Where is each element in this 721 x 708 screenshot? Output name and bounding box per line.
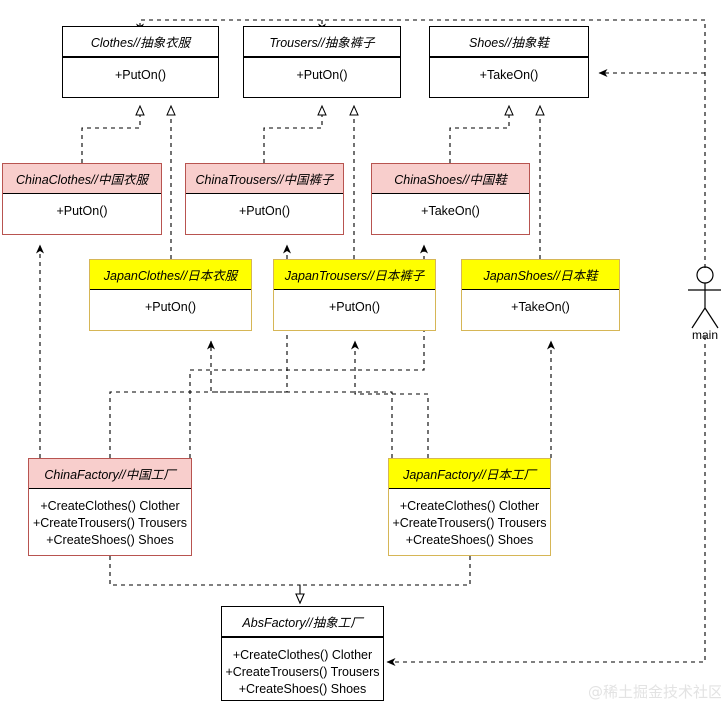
class-box-abs-factory[interactable]: AbsFactory//抽象工厂 +CreateClothes() Clothe…	[221, 606, 384, 701]
class-name-trousers: Trousers//抽象裤子	[244, 27, 400, 57]
actor-stick-figure-icon	[688, 266, 721, 329]
class-members-japan-shoes: +TakeOn()	[511, 300, 570, 314]
member-create-trousers: +CreateTrousers() Trousers	[225, 665, 380, 679]
rel-china-clothes-to-clothes	[81, 104, 145, 163]
class-box-shoes[interactable]: Shoes//抽象鞋 +TakeOn()	[429, 26, 589, 98]
class-name-china-shoes: ChinaShoes//中国鞋	[372, 164, 529, 194]
member-create-clothes: +CreateClothes() Clother	[399, 499, 540, 513]
class-members-china-factory: +CreateClothes() Clother +CreateTrousers…	[29, 489, 191, 555]
class-members-clothes: +PutOn()	[63, 57, 218, 97]
class-members-shoes: +TakeOn()	[430, 57, 588, 97]
class-name-shoes: Shoes//抽象鞋	[430, 27, 588, 57]
class-name-abs-factory: AbsFactory//抽象工厂	[222, 607, 383, 637]
rel-china-shoes-to-shoes	[449, 104, 514, 163]
class-members-japan-factory: +CreateClothes() Clother +CreateTrousers…	[389, 489, 550, 555]
member-create-trousers: +CreateTrousers() Trousers	[32, 516, 188, 530]
member-create-shoes: +CreateShoes() Shoes	[405, 533, 534, 547]
class-box-japan-trousers[interactable]: JapanTrousers//日本裤子 +PutOn()	[273, 259, 436, 331]
class-name-china-factory: ChinaFactory//中国工厂	[29, 459, 191, 489]
actor-label-main: main	[691, 328, 718, 342]
member-create-clothes: +CreateClothes() Clother	[232, 648, 373, 662]
class-members-abs-factory: +CreateClothes() Clother +CreateTrousers…	[222, 637, 383, 700]
class-name-china-trousers: ChinaTrousers//中国裤子	[186, 164, 343, 194]
class-box-japan-shoes[interactable]: JapanShoes//日本鞋 +TakeOn()	[461, 259, 620, 331]
class-name-japan-trousers: JapanTrousers//日本裤子	[274, 260, 435, 290]
class-box-japan-factory[interactable]: JapanFactory//日本工厂 +CreateClothes() Clot…	[388, 458, 551, 556]
watermark-text: @稀土掘金技术社区	[588, 683, 721, 701]
class-members-china-shoes: +TakeOn()	[421, 204, 480, 218]
rel-main-to-clothes	[136, 19, 705, 33]
class-name-japan-shoes: JapanShoes//日本鞋	[462, 260, 619, 290]
rel-chinafactory-to-chinatrousers	[109, 244, 291, 458]
class-members-trousers: +PutOn()	[244, 57, 400, 97]
class-members-japan-clothes: +PutOn()	[144, 300, 197, 314]
class-box-china-clothes[interactable]: ChinaClothes//中国衣服 +PutOn()	[2, 163, 162, 235]
rel-japanfactory-to-japanclothes	[207, 340, 393, 458]
rel-chinafactory-to-absfactory	[109, 556, 305, 605]
member-create-shoes: +CreateShoes() Shoes	[46, 533, 174, 547]
member-create-shoes: +CreateShoes() Shoes	[238, 682, 367, 696]
class-box-japan-clothes[interactable]: JapanClothes//日本衣服 +PutOn()	[89, 259, 252, 331]
class-box-china-shoes[interactable]: ChinaShoes//中国鞋 +TakeOn()	[371, 163, 530, 235]
class-members-japan-trousers: +PutOn()	[328, 300, 381, 314]
class-box-china-factory[interactable]: ChinaFactory//中国工厂 +CreateClothes() Clot…	[28, 458, 192, 556]
class-members-china-clothes: +PutOn()	[56, 204, 108, 218]
class-box-trousers[interactable]: Trousers//抽象裤子 +PutOn()	[243, 26, 401, 98]
class-name-china-clothes: ChinaClothes//中国衣服	[3, 164, 161, 194]
member-create-clothes: +CreateClothes() Clother	[40, 499, 180, 513]
class-name-clothes: Clothes//抽象衣服	[63, 27, 218, 57]
rel-japanfactory-to-japantrousers	[351, 340, 429, 458]
class-box-clothes[interactable]: Clothes//抽象衣服 +PutOn()	[62, 26, 219, 98]
class-members-china-trousers: +PutOn()	[238, 204, 291, 218]
class-box-china-trousers[interactable]: ChinaTrousers//中国裤子 +PutOn()	[185, 163, 344, 235]
class-name-japan-clothes: JapanClothes//日本衣服	[90, 260, 251, 290]
rel-japanfactory-to-absfactory	[295, 556, 471, 605]
rel-china-trousers-to-trousers	[263, 104, 327, 163]
class-name-japan-factory: JapanFactory//日本工厂	[389, 459, 550, 489]
rel-main-lifeline-lower	[386, 336, 706, 666]
member-create-trousers: +CreateTrousers() Trousers	[392, 516, 547, 530]
